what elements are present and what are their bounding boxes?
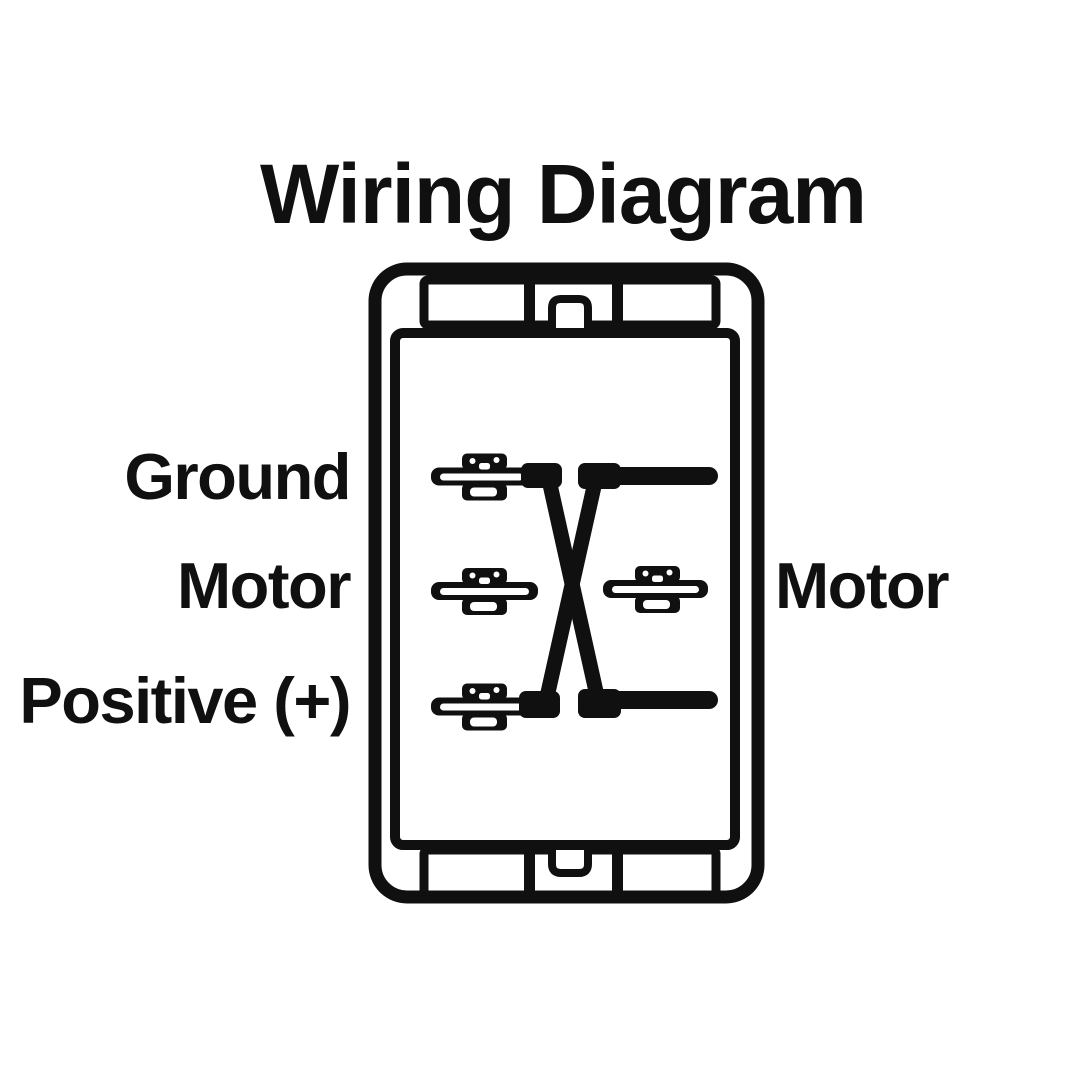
page-title: Wiring Diagram xyxy=(260,147,867,241)
switch-inner-frame xyxy=(390,328,740,850)
terminals xyxy=(431,453,708,731)
crimp-bottom-left xyxy=(519,691,560,718)
crimp-top-left xyxy=(521,463,562,488)
label-motor-left: Motor xyxy=(177,549,352,622)
crossed-wires xyxy=(519,463,718,718)
motor-right-terminal xyxy=(603,566,708,613)
top-locking-slot xyxy=(548,295,592,334)
positive-terminal xyxy=(431,683,531,731)
label-ground: Ground xyxy=(124,440,351,513)
upper-right-wire xyxy=(610,467,718,485)
motor-left-terminal xyxy=(431,568,538,615)
crimp-top-right xyxy=(578,463,621,489)
top-mounting-flange xyxy=(419,275,721,334)
lower-right-wire xyxy=(610,691,718,709)
bottom-locking-slot xyxy=(548,848,592,877)
ground-terminal xyxy=(431,453,532,501)
bottom-mounting-flange xyxy=(419,845,721,900)
label-motor-right: Motor xyxy=(775,549,950,622)
wire-upper-right-to-positive xyxy=(539,474,603,705)
label-positive: Positive (+) xyxy=(19,664,351,737)
crimp-bottom-right xyxy=(578,689,621,718)
